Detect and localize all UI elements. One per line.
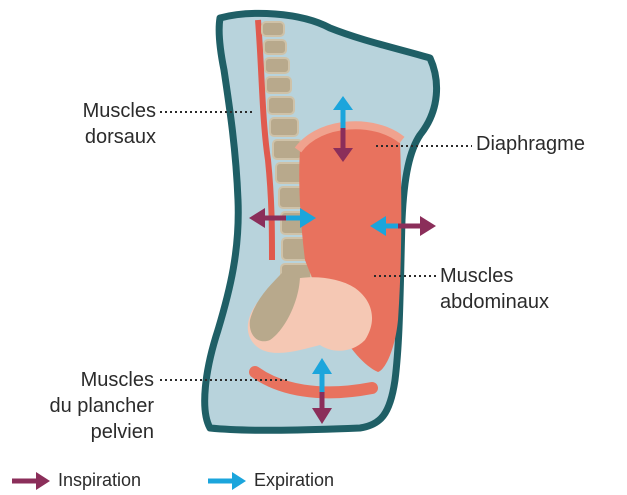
label-muscles-abdominaux: Muscles abdominaux <box>440 263 549 315</box>
inspiration-arrow-icon <box>10 471 52 491</box>
label-muscles-dorsaux: Muscles dorsaux <box>44 98 156 150</box>
expiration-arrow-icon <box>206 471 248 491</box>
label-muscles-plancher-pelvien: Muscles du plancher pelvien <box>14 367 154 445</box>
legend-inspiration-label: Inspiration <box>58 470 141 491</box>
legend-expiration: Expiration <box>206 470 334 491</box>
label-diaphragme: Diaphragme <box>476 131 585 157</box>
legend-inspiration: Inspiration <box>10 470 141 491</box>
legend-expiration-label: Expiration <box>254 470 334 491</box>
